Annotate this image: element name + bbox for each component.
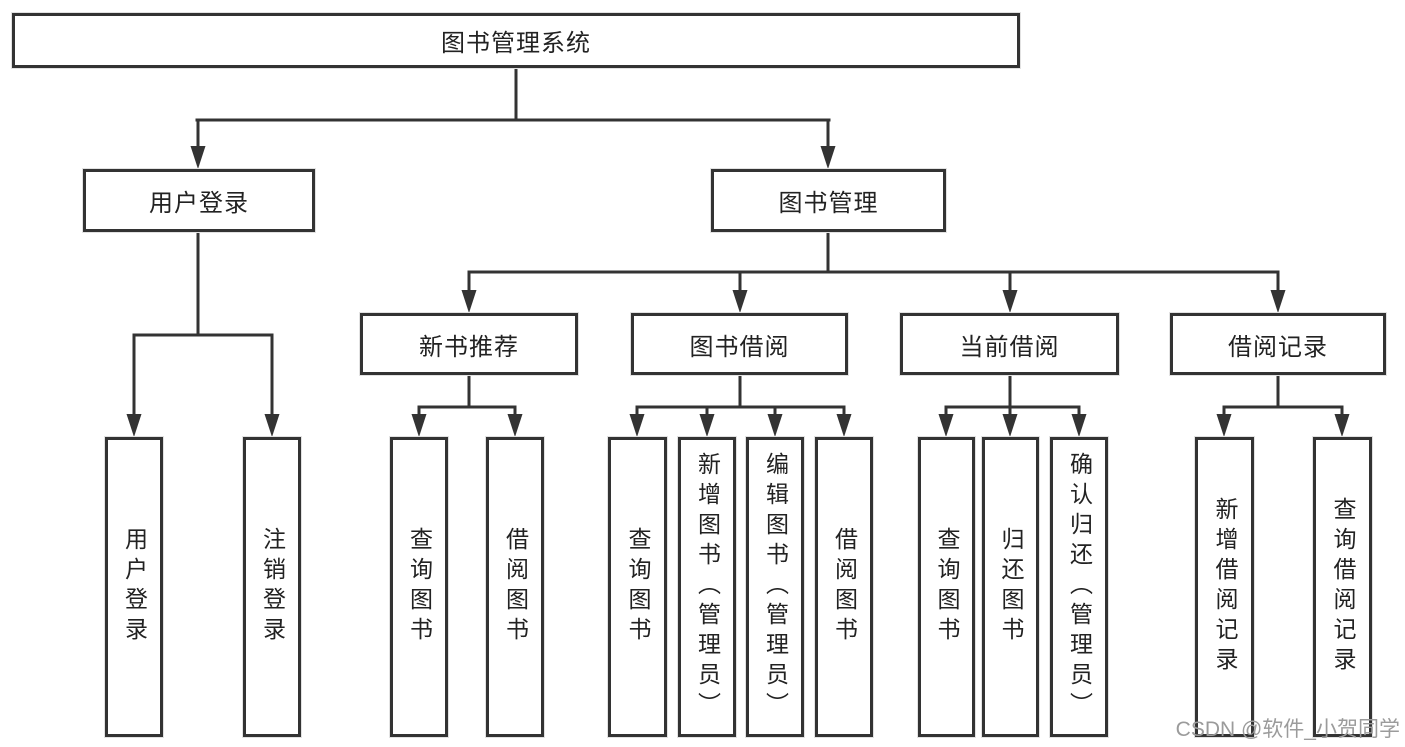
leaf-query-borrow-record-label: 查询借阅记录: [1330, 497, 1356, 677]
leaf-confirm-return-admin: 确认归还（管理员）: [1050, 437, 1108, 737]
node-book-management: 图书管理: [711, 169, 946, 232]
leaf-query-books-current: 查询图书: [918, 437, 975, 737]
node-current-borrowing: 当前借阅: [900, 313, 1119, 375]
leaf-borrow-books-recommend-label: 借阅图书: [502, 527, 529, 647]
leaf-confirm-return-admin-label: 确认归还（管理员）: [1066, 452, 1093, 722]
node-book-borrowing: 图书借阅: [631, 313, 848, 375]
leaf-query-books-recommend-label: 查询图书: [406, 527, 433, 647]
csdn-watermark: CSDN @软件_小贺同学: [1175, 718, 1400, 741]
leaf-borrow-books-borrowing: 借阅图书: [815, 437, 873, 737]
connector-book-borrowing-to-leaves: [629, 373, 852, 437]
leaf-edit-books-admin-label: 编辑图书（管理员）: [762, 452, 789, 722]
leaf-add-borrow-record-label: 新增借阅记录: [1212, 497, 1238, 677]
leaf-borrow-books-borrowing-label: 借阅图书: [831, 527, 858, 647]
leaf-query-books-borrowing-label: 查询图书: [625, 527, 651, 647]
node-user-login-label: 用户登录: [149, 190, 249, 217]
leaf-user-login-label: 用户登录: [121, 527, 148, 647]
leaf-return-books: 归还图书: [982, 437, 1039, 737]
node-current-borrowing-label: 当前借阅: [959, 333, 1060, 361]
node-library-system-label: 图书管理系统: [441, 30, 591, 57]
leaf-borrow-books-recommend: 借阅图书: [486, 437, 544, 737]
node-user-login: 用户登录: [83, 169, 315, 232]
node-book-management-label: 图书管理: [778, 190, 879, 217]
leaf-logout-label: 注销登录: [259, 527, 286, 647]
leaf-user-login: 用户登录: [105, 437, 163, 737]
connector-new-book-recommendation-to-leaves: [411, 373, 523, 437]
leaf-query-borrow-record: 查询借阅记录: [1313, 437, 1372, 737]
node-borrowing-records-label: 借阅记录: [1228, 333, 1328, 361]
node-new-book-recommendation-label: 新书推荐: [419, 333, 519, 361]
leaf-query-books-current-label: 查询图书: [934, 527, 960, 647]
connector-book-management-to-level3: [461, 230, 1286, 313]
connector-root-to-level2: [190, 66, 836, 169]
node-library-system: 图书管理系统: [12, 13, 1020, 68]
leaf-edit-books-admin: 编辑图书（管理员）: [746, 437, 804, 737]
node-book-borrowing-label: 图书借阅: [689, 333, 790, 361]
leaf-return-books-label: 归还图书: [998, 527, 1024, 647]
leaf-query-books-borrowing: 查询图书: [608, 437, 667, 737]
leaf-add-borrow-record: 新增借阅记录: [1195, 437, 1254, 737]
connector-borrowing-records-to-leaves: [1216, 373, 1350, 437]
connector-current-borrowing-to-leaves: [938, 373, 1087, 437]
leaf-add-books-admin: 新增图书（管理员）: [678, 437, 736, 737]
leaf-add-books-admin-label: 新增图书（管理员）: [694, 452, 721, 722]
connector-user-login-to-leaves: [126, 230, 280, 437]
node-borrowing-records: 借阅记录: [1170, 313, 1386, 375]
leaf-logout: 注销登录: [243, 437, 301, 737]
leaf-query-books-recommend: 查询图书: [390, 437, 448, 737]
node-new-book-recommendation: 新书推荐: [360, 313, 578, 375]
